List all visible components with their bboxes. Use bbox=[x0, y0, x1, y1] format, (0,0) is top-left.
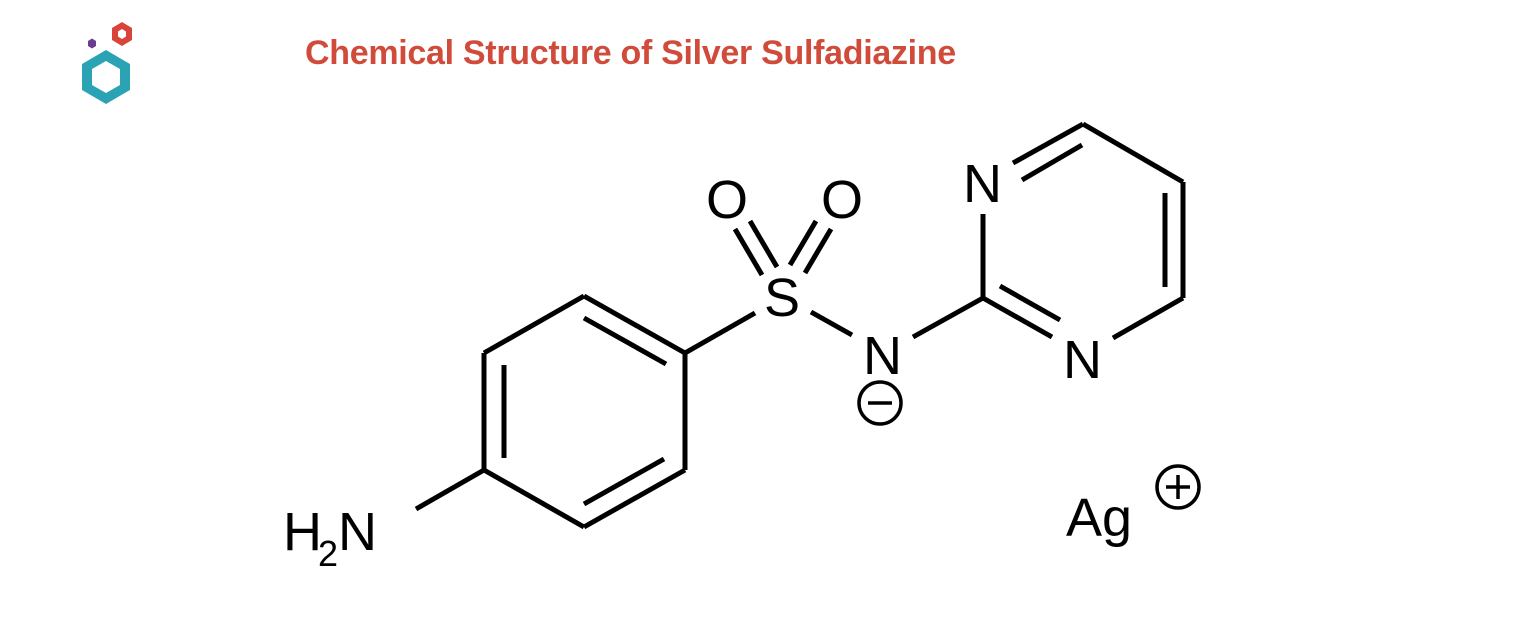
pyrimidine-n3-label: N bbox=[1063, 330, 1102, 390]
sulfur-label: S bbox=[764, 268, 800, 328]
benzene-ring bbox=[481, 293, 688, 530]
logo-large-hexagon-icon bbox=[82, 50, 130, 104]
bonds bbox=[414, 121, 1186, 530]
logo-dot-icon bbox=[88, 38, 96, 49]
negative-charge-icon bbox=[857, 380, 903, 426]
amine-h-label: H bbox=[283, 502, 322, 562]
sulfur-nitrogen-bond bbox=[809, 309, 854, 338]
silver-label: Ag bbox=[1066, 488, 1132, 548]
page-title: Chemical Structure of Silver Sulfadiazin… bbox=[305, 34, 956, 72]
pyrimidine-n1-label: N bbox=[963, 154, 1002, 214]
logo-small-hexagon-icon bbox=[112, 22, 132, 46]
amine-subscript-label: 2 bbox=[318, 533, 338, 574]
nitrogen-pyrimidine-bond bbox=[911, 295, 985, 340]
pyrimidine-ring bbox=[980, 121, 1186, 341]
sulfur-oxygen-double-bonds bbox=[732, 219, 834, 277]
positive-charge-icon bbox=[1155, 464, 1201, 510]
oxygen-left-label: O bbox=[706, 170, 748, 230]
logo bbox=[82, 22, 132, 104]
oxygen-right-label: O bbox=[821, 170, 863, 230]
amine-bond bbox=[414, 467, 486, 512]
carbon-sulfur-bond bbox=[683, 310, 757, 356]
amine-n-label: N bbox=[338, 502, 377, 562]
sulfonamide-n-label: N bbox=[863, 326, 902, 386]
